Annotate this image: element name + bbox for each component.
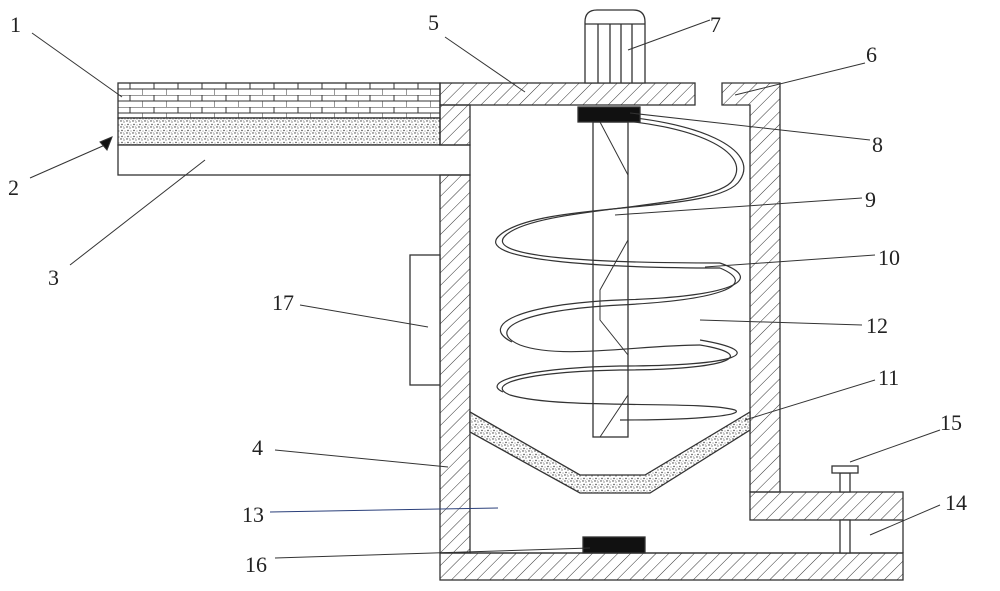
label-4: 4 — [252, 435, 263, 460]
label-1: 1 — [10, 12, 21, 37]
label-2: 2 — [8, 175, 19, 200]
brick-layer — [118, 83, 440, 118]
bottom-block — [583, 537, 645, 553]
label-6: 6 — [866, 42, 877, 67]
label-7: 7 — [710, 12, 721, 37]
top-plate — [440, 83, 695, 105]
label-5: 5 — [428, 10, 439, 35]
bottom-plate — [440, 553, 903, 580]
label-16: 16 — [245, 552, 267, 577]
label-8: 8 — [872, 132, 883, 157]
label-12: 12 — [866, 313, 888, 338]
label-3: 3 — [48, 265, 59, 290]
label-15: 15 — [940, 410, 962, 435]
inlet-channel — [118, 145, 470, 175]
sand-filter-layer — [118, 118, 440, 145]
label-14: 14 — [945, 490, 967, 515]
outlet-step-plate — [750, 492, 903, 520]
control-box — [410, 255, 440, 385]
left-wall — [440, 175, 470, 553]
label-11: 11 — [878, 365, 899, 390]
label-9: 9 — [865, 187, 876, 212]
label-10: 10 — [878, 245, 900, 270]
label-13: 13 — [242, 502, 264, 527]
top-seal-block — [578, 107, 640, 122]
label-17: 17 — [272, 290, 294, 315]
shaft — [593, 122, 628, 437]
motor — [585, 10, 645, 83]
